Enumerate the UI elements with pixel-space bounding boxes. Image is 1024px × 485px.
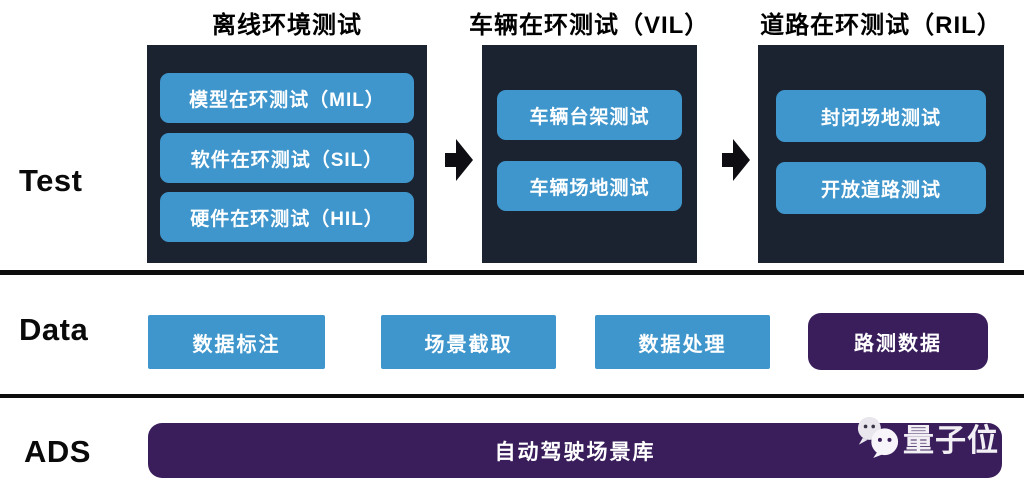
panel-offline-env: 模型在环测试（MIL） 软件在环测试（SIL） 硬件在环测试（HIL） (147, 45, 427, 263)
test-box-mil: 模型在环测试（MIL） (160, 73, 414, 123)
column-title-ril: 道路在环测试（RIL） (760, 12, 1002, 39)
column-title-vil: 车辆在环测试（VIL） (469, 12, 710, 39)
row-divider (0, 394, 1024, 398)
flow-arrow-icon (722, 139, 750, 181)
row-label-ads: ADS (24, 434, 91, 469)
watermark-text: 量子位 (903, 422, 999, 458)
data-box-processing: 数据处理 (595, 315, 770, 369)
column-title-offline-env: 离线环境测试 (212, 12, 362, 39)
row-label-test: Test (19, 163, 83, 198)
data-box-scene-capture: 场景截取 (381, 315, 556, 369)
row-divider (0, 270, 1024, 275)
test-box-sil: 软件在环测试（SIL） (160, 133, 414, 183)
test-box-vehicle-bench: 车辆台架测试 (497, 90, 682, 140)
watermark: 量子位 (856, 412, 999, 462)
ads-bar-label: 自动驾驶场景库 (494, 440, 656, 464)
test-box-open-road: 开放道路测试 (776, 162, 986, 214)
row-label-data: Data (19, 312, 89, 347)
panel-ril: 封闭场地测试 开放道路测试 (758, 45, 1004, 263)
data-box-annotation: 数据标注 (148, 315, 325, 369)
panel-vil: 车辆台架测试 车辆场地测试 (482, 45, 697, 263)
test-box-vehicle-field: 车辆场地测试 (497, 161, 682, 211)
test-box-closed-field: 封闭场地测试 (776, 90, 986, 142)
test-box-hil: 硬件在环测试（HIL） (160, 192, 414, 242)
flow-arrow-icon (445, 139, 473, 181)
wechat-icon (857, 416, 899, 459)
data-box-road-test-data: 路测数据 (808, 313, 988, 370)
